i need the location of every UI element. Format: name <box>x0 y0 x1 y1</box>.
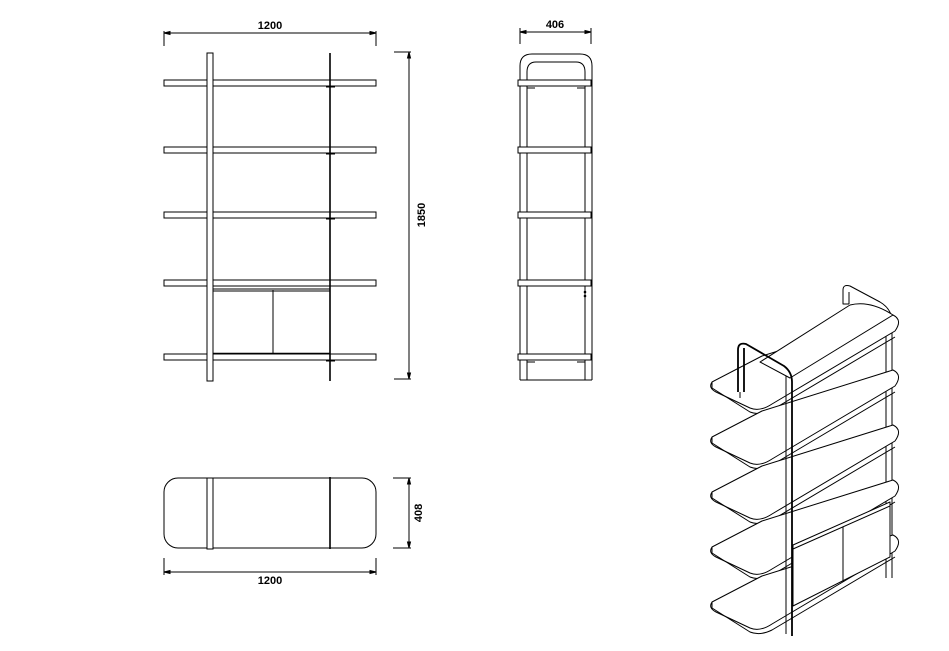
front-width-label: 1200 <box>258 20 282 32</box>
side-shelf-2 <box>517 146 592 154</box>
side-shelf-3 <box>517 211 592 219</box>
front-shelf-5 <box>163 353 377 361</box>
front-height-label: 1850 <box>416 203 428 227</box>
side-depth-label: 406 <box>546 19 564 31</box>
front-shelf-1 <box>163 79 377 87</box>
front-cabinet <box>212 288 331 355</box>
top-left-frame <box>206 477 214 550</box>
top-view <box>163 477 412 575</box>
side-outer-frame <box>519 53 593 380</box>
side-inner-frame <box>526 61 586 380</box>
front-width-dimension <box>163 30 377 46</box>
iso-shelf-2 <box>710 369 899 465</box>
side-depth-dimension <box>519 28 592 44</box>
front-left-frame <box>206 52 214 382</box>
top-depth-dimension <box>393 477 412 549</box>
front-view <box>163 30 412 382</box>
front-height-dimension <box>394 51 412 380</box>
top-width-dimension <box>163 558 377 575</box>
side-shelf-5 <box>517 353 592 361</box>
side-shelf-4 <box>517 279 592 287</box>
iso-shelf-3 <box>710 424 899 520</box>
front-shelf-3 <box>163 211 377 219</box>
iso-front-frame <box>737 342 793 636</box>
top-width-label: 1200 <box>258 575 282 587</box>
iso-cabinet <box>792 501 891 607</box>
iso-shelf-4 <box>710 479 899 575</box>
top-depth-label: 408 <box>413 504 425 522</box>
front-shelf-4 <box>163 279 377 287</box>
iso-top-board <box>759 303 894 379</box>
side-view <box>517 28 593 381</box>
isometric-view <box>710 285 899 636</box>
side-shelf-1 <box>517 79 592 87</box>
top-outline <box>163 477 377 549</box>
front-shelf-2 <box>163 146 377 154</box>
